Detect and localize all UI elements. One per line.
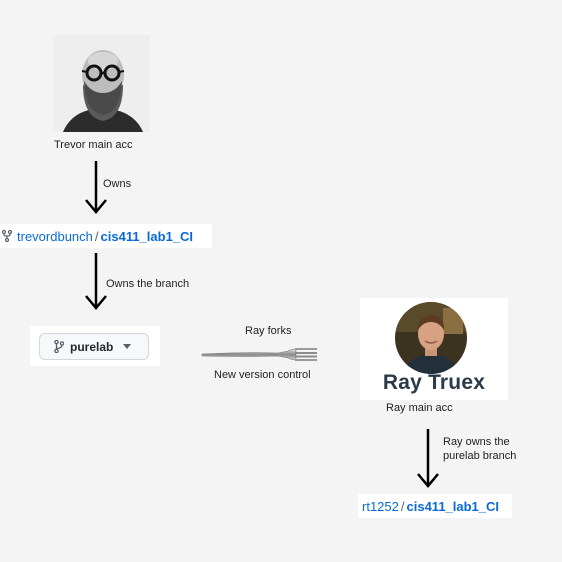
repo-separator: / xyxy=(400,498,405,514)
ray-profile-card: Ray Truex xyxy=(360,298,508,400)
repo-owner[interactable]: rt1252 xyxy=(362,498,399,514)
arrow-down-icon xyxy=(85,161,107,214)
git-branch-icon xyxy=(54,340,64,353)
branch-name: purelab xyxy=(70,339,114,354)
ray-label: Ray main acc xyxy=(386,402,453,414)
trevor-label: Trevor main acc xyxy=(54,139,133,151)
new-version-control-label: New version control xyxy=(214,369,311,381)
ray-owns-label-line1: Ray owns the xyxy=(443,436,510,448)
caret-down-icon xyxy=(123,344,132,349)
ray-name-caption: Ray Truex xyxy=(382,371,486,394)
branch-panel: purelab xyxy=(30,326,160,366)
trevor-avatar xyxy=(53,35,150,132)
ray-repo-link[interactable]: rt1252 / cis411_lab1_CI xyxy=(358,494,512,518)
repo-owner[interactable]: trevordbunch xyxy=(17,228,93,244)
fork-icon xyxy=(2,230,12,242)
fork-utensil-icon xyxy=(201,348,317,361)
repo-name[interactable]: cis411_lab1_CI xyxy=(406,498,500,514)
owns-branch-label: Owns the branch xyxy=(106,278,190,290)
ray-owns-label-line2: purelab branch xyxy=(443,450,517,462)
branch-select-button[interactable]: purelab xyxy=(39,333,149,360)
ray-avatar xyxy=(395,302,467,374)
repo-separator: / xyxy=(94,228,99,244)
trevor-repo-link[interactable]: trevordbunch / cis411_lab1_CI xyxy=(0,224,212,248)
arrow-down-icon xyxy=(85,253,107,310)
ray-forks-label: Ray forks xyxy=(245,325,292,337)
repo-name[interactable]: cis411_lab1_CI xyxy=(100,228,194,244)
arrow-down-icon xyxy=(417,429,439,488)
owns-label: Owns xyxy=(103,178,132,190)
